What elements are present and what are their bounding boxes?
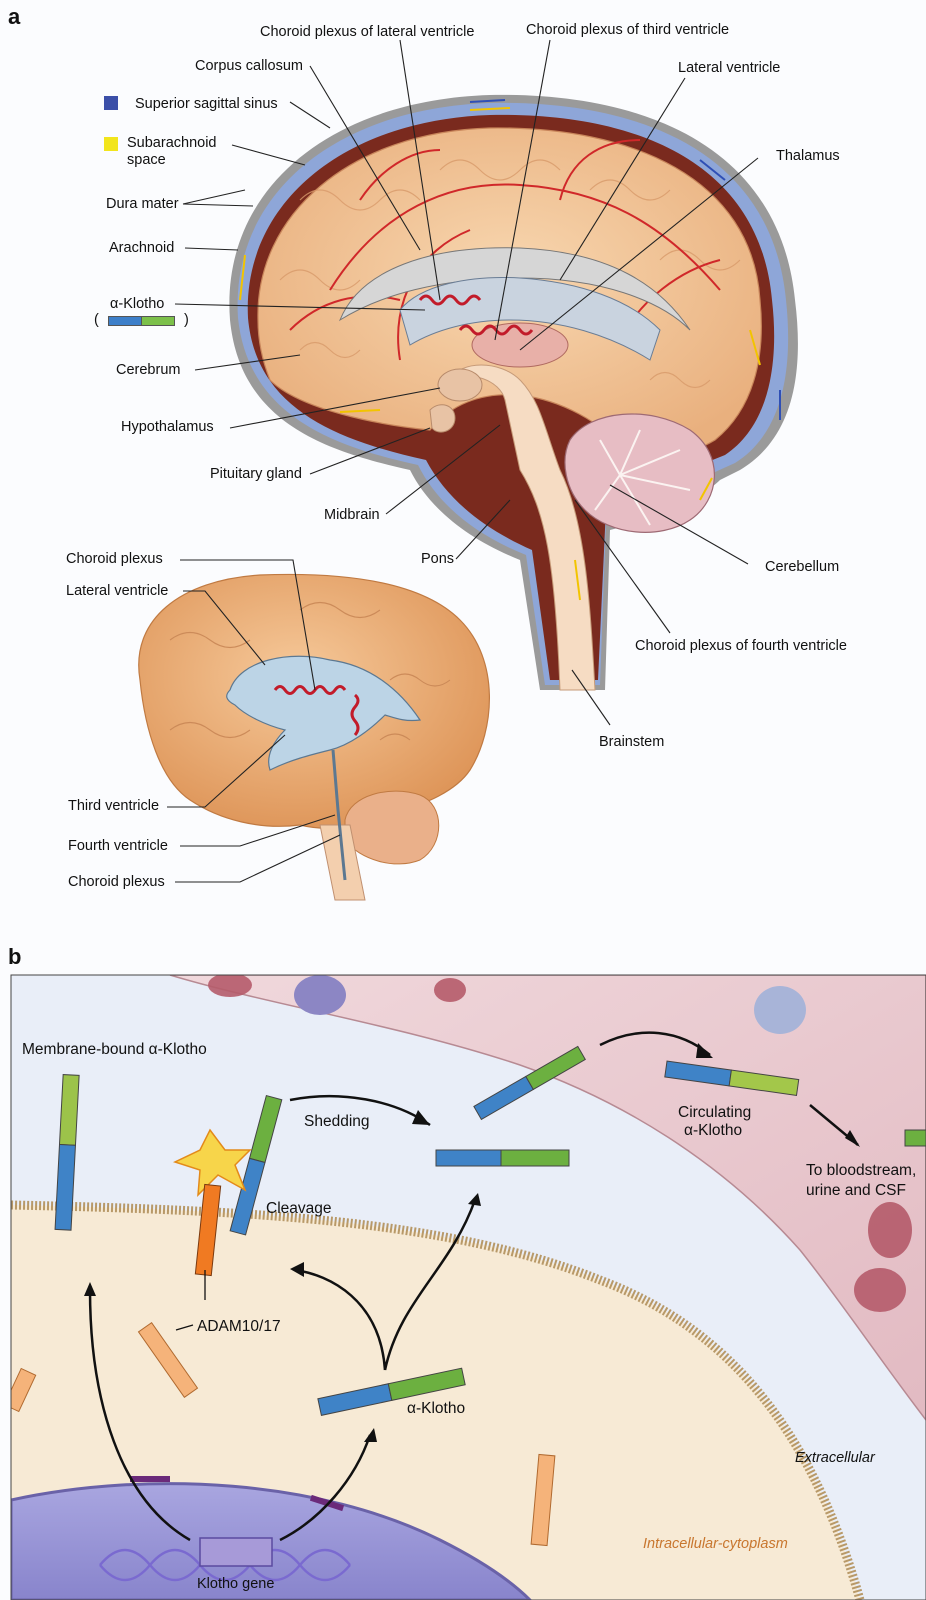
label-cleavage: Cleavage — [266, 1200, 332, 1218]
label-intracellular-cytoplasm: Intracellular-cytoplasm — [643, 1536, 788, 1553]
label-shedding: Shedding — [304, 1113, 370, 1131]
klotho-gene-box — [200, 1538, 272, 1566]
label-extracellular: Extracellular — [795, 1450, 875, 1467]
label-adam: ADAM10/17 — [197, 1318, 281, 1336]
label-alpha-klotho-b: α-Klotho — [407, 1400, 465, 1418]
label-to-bloodstream-1: To bloodstream, — [806, 1162, 916, 1180]
label-to-bloodstream-2: urine and CSF — [806, 1182, 906, 1200]
label-circulating-2: α-Klotho — [684, 1122, 742, 1140]
label-membrane-bound-klotho: Membrane-bound α-Klotho — [22, 1041, 207, 1059]
label-circulating-1: Circulating — [678, 1104, 751, 1122]
klotho-shed-2 — [436, 1150, 569, 1166]
label-klotho-gene: Klotho gene — [197, 1576, 274, 1593]
